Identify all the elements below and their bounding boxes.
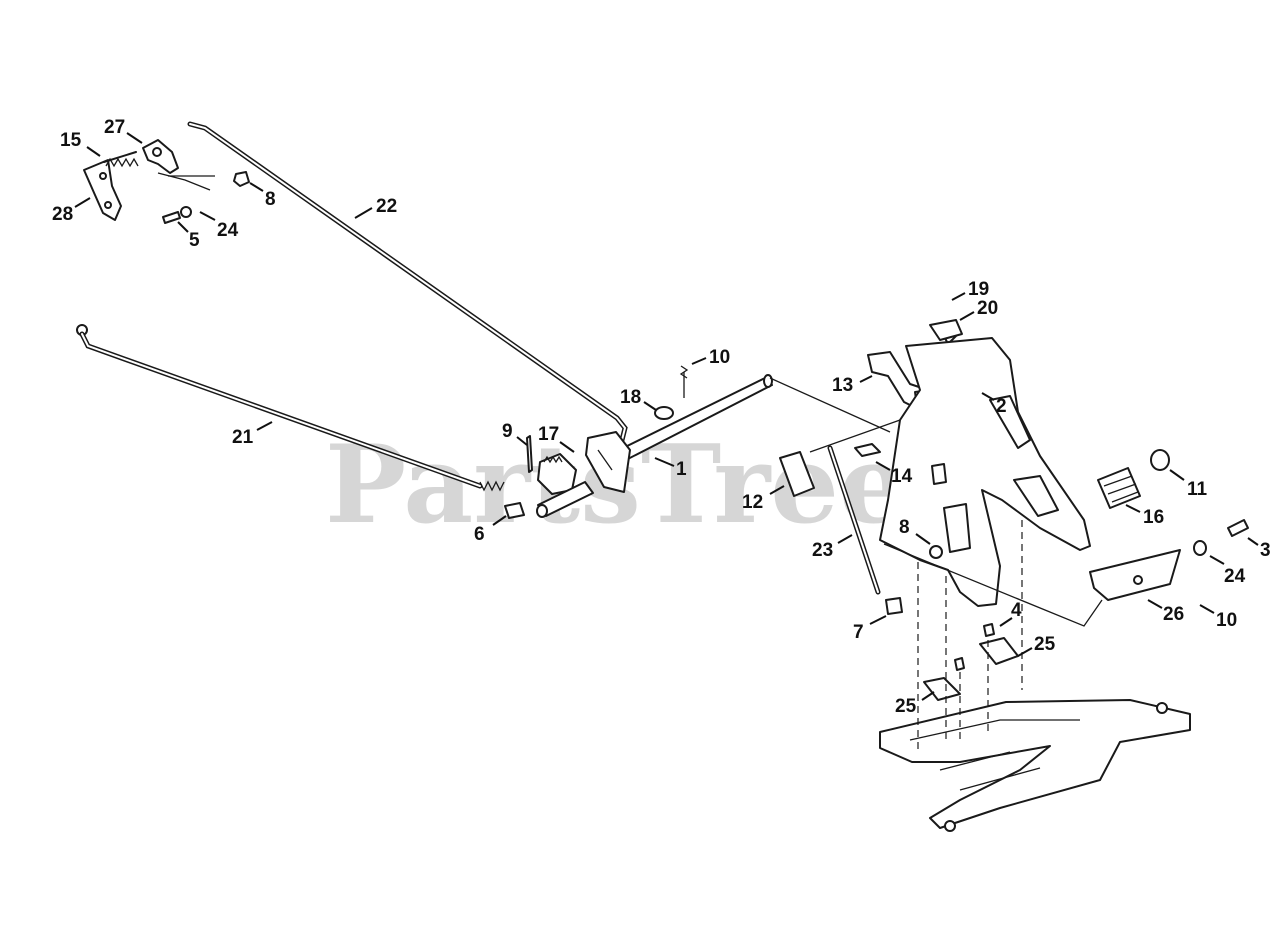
rod-21: [76, 324, 525, 519]
callout-6: 6: [474, 524, 485, 545]
callout-17: 17: [538, 424, 559, 445]
callout-28: 28: [52, 204, 73, 225]
callout-25a: 25: [1034, 634, 1056, 655]
callout-2: 2: [996, 396, 1007, 417]
callout-15: 15: [60, 130, 82, 151]
callout-24b: 24: [1224, 566, 1246, 587]
pedal-bracket-assembly: [779, 319, 1249, 701]
callout-12: 12: [742, 492, 763, 513]
callout-10a: 10: [709, 347, 730, 368]
callout-11: 11: [1187, 479, 1208, 500]
callout-27: 27: [104, 117, 125, 138]
relation-lines: [769, 377, 1103, 752]
callout-26: 26: [1163, 604, 1184, 625]
callout-19: 19: [968, 279, 989, 300]
callout-9: 9: [502, 421, 513, 442]
callout-25b: 25: [895, 696, 917, 717]
callouts: 1 2 3 4 5 6 7 8 8 9 10 10 11 12 13 14 15: [52, 117, 1271, 717]
callout-21: 21: [232, 427, 254, 448]
callout-1: 1: [676, 459, 687, 480]
callout-18: 18: [620, 387, 641, 408]
callout-3: 3: [1260, 540, 1271, 561]
callout-24a: 24: [217, 220, 239, 241]
callout-13: 13: [832, 375, 853, 396]
callout-8a: 8: [265, 189, 276, 210]
callout-4: 4: [1011, 600, 1022, 621]
callout-8b: 8: [899, 517, 910, 538]
callout-23: 23: [812, 540, 833, 561]
rod-22: [187, 121, 628, 443]
callout-14: 14: [891, 466, 913, 487]
callout-20: 20: [977, 298, 998, 319]
callout-22: 22: [376, 196, 397, 217]
callout-7: 7: [853, 622, 864, 643]
callout-16: 16: [1143, 507, 1164, 528]
callout-5: 5: [189, 230, 200, 251]
pedal-shaft-assembly: [526, 365, 773, 518]
callout-10b: 10: [1216, 610, 1237, 631]
brake-arm-assembly: [83, 139, 250, 224]
frame: [879, 699, 1191, 832]
